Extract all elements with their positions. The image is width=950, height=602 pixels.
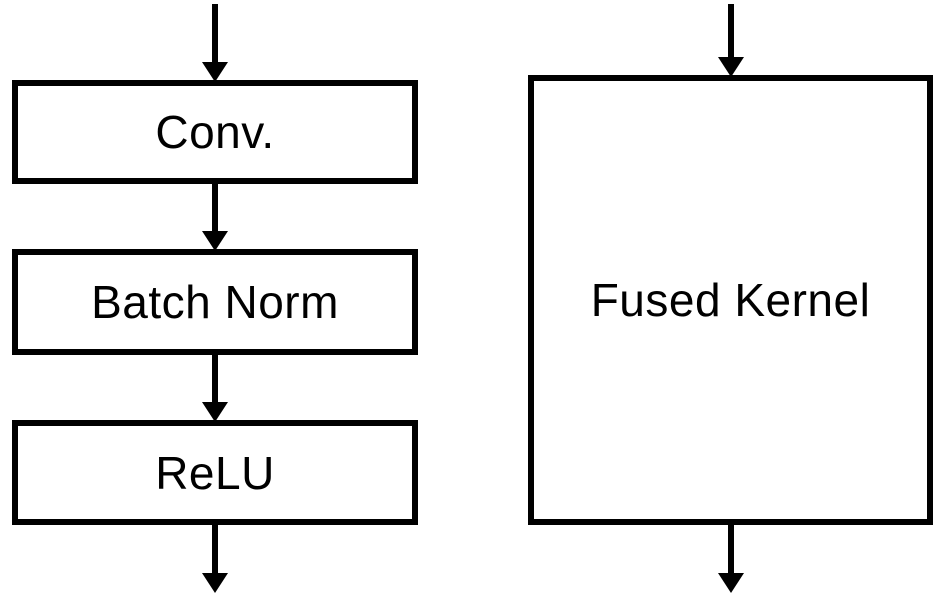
node-relu-label: ReLU <box>155 446 275 499</box>
arrow-stem <box>728 523 734 573</box>
arrow-stem <box>212 523 218 573</box>
arrowhead-down-icon <box>718 573 744 593</box>
arrow-stem <box>212 353 218 402</box>
node-relu: ReLU <box>12 420 418 525</box>
arrow-down-out-of-fused-kernel <box>718 523 744 593</box>
arrowhead-down-icon <box>718 57 744 77</box>
node-batch-norm: Batch Norm <box>12 249 418 355</box>
arrow-stem <box>212 182 218 231</box>
arrow-down-out-of-relu <box>202 523 228 593</box>
node-conv-label: Conv. <box>155 106 275 158</box>
node-batch-norm-label: Batch Norm <box>91 276 339 328</box>
arrow-stem <box>212 4 218 62</box>
arrowhead-down-icon <box>202 573 228 593</box>
arrowhead-down-icon <box>202 62 228 82</box>
arrow-stem <box>728 4 734 57</box>
arrow-down-batchnorm-to-relu <box>202 353 228 422</box>
arrow-down-into-conv <box>202 4 228 82</box>
arrow-down-into-fused-kernel <box>718 4 744 77</box>
arrow-down-conv-to-batchnorm <box>202 182 228 251</box>
node-fused-kernel: Fused Kernel <box>528 75 933 525</box>
arrowhead-down-icon <box>202 231 228 251</box>
node-fused-kernel-label: Fused Kernel <box>590 274 871 326</box>
node-conv: Conv. <box>12 80 418 184</box>
arrowhead-down-icon <box>202 402 228 422</box>
